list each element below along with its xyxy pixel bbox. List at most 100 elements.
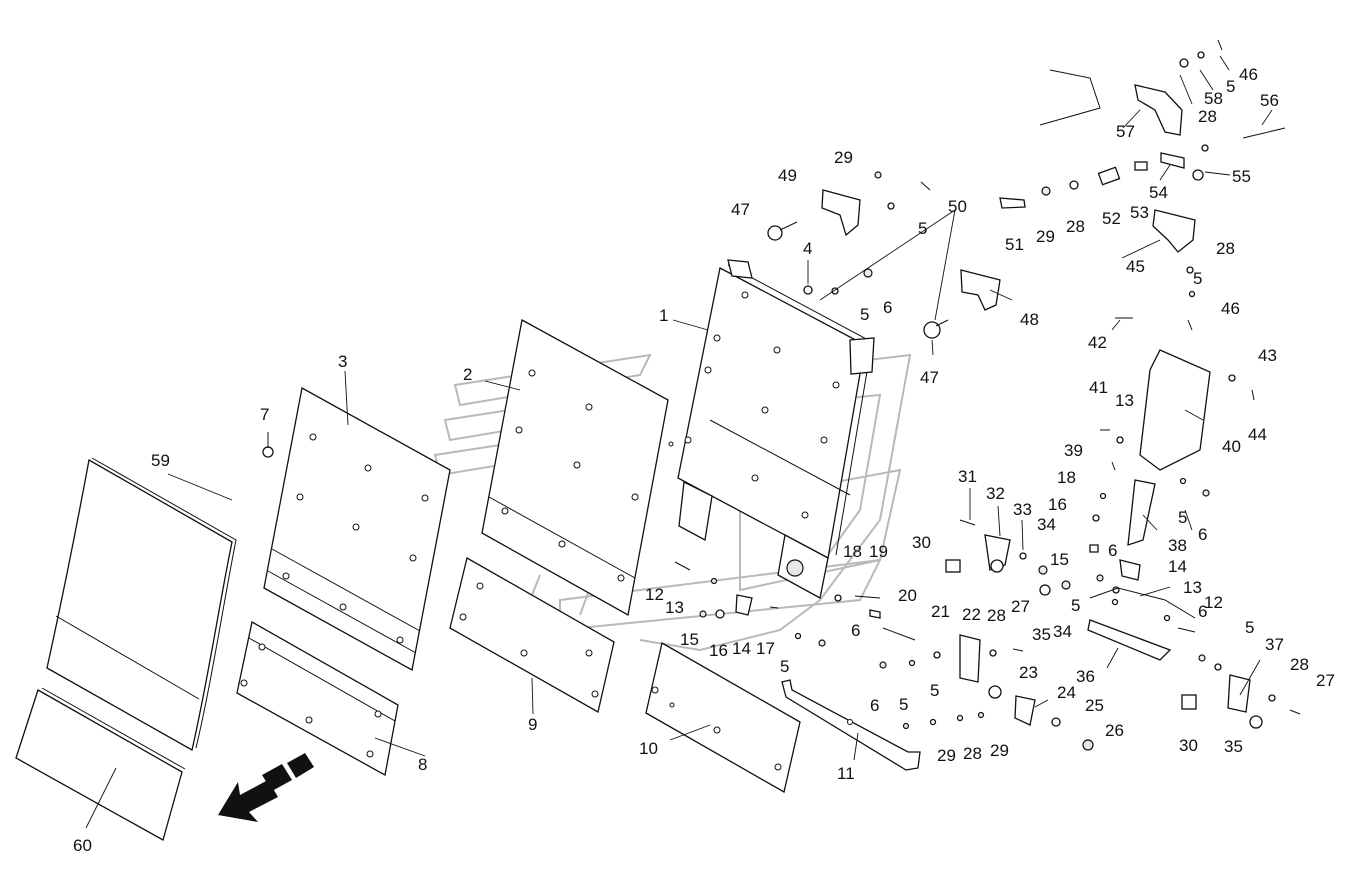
callout-53: 53 — [1130, 203, 1149, 222]
callout-28: 28 — [1216, 239, 1235, 258]
callout-19: 19 — [869, 542, 888, 561]
part-1-frame — [677, 259, 875, 599]
callout-50: 50 — [948, 197, 967, 216]
callout-5: 5 — [899, 695, 908, 714]
callout-13: 13 — [665, 598, 684, 617]
callout-16: 16 — [1048, 495, 1067, 514]
part-11-bracket — [781, 679, 921, 771]
callout-14: 14 — [732, 639, 751, 658]
callout-5: 5 — [1178, 508, 1187, 527]
callout-34: 34 — [1037, 515, 1056, 534]
part-59-curved-panel — [46, 457, 237, 751]
callout-6: 6 — [1198, 602, 1207, 621]
callout-60: 60 — [73, 836, 92, 855]
callout-29: 29 — [834, 148, 853, 167]
callout-51: 51 — [1005, 235, 1024, 254]
callout-28: 28 — [1290, 655, 1309, 674]
callout-38: 38 — [1168, 536, 1187, 555]
callout-45: 45 — [1126, 257, 1145, 276]
callout-5: 5 — [1226, 77, 1235, 96]
callout-31: 31 — [958, 467, 977, 486]
callout-5: 5 — [930, 681, 939, 700]
callout-26: 26 — [1105, 721, 1124, 740]
callout-1: 1 — [659, 306, 668, 325]
callout-8: 8 — [418, 755, 427, 774]
callout-30: 30 — [1179, 736, 1198, 755]
callout-42: 42 — [1088, 333, 1107, 352]
callout-32: 32 — [986, 484, 1005, 503]
direction-arrow-icon — [218, 753, 314, 822]
callout-34: 34 — [1053, 622, 1072, 641]
callout-29: 29 — [937, 746, 956, 765]
callout-6: 6 — [883, 298, 892, 317]
callout-6: 6 — [851, 621, 860, 640]
leader-lines — [85, 55, 1273, 829]
callout-49: 49 — [778, 166, 797, 185]
callout-33: 33 — [1013, 500, 1032, 519]
callout-22: 22 — [962, 605, 981, 624]
callout-23: 23 — [1019, 663, 1038, 682]
callout-12: 12 — [1204, 593, 1223, 612]
callout-17: 17 — [756, 639, 775, 658]
part-3-panel — [263, 386, 451, 672]
callout-28: 28 — [1198, 107, 1217, 126]
callout-7: 7 — [260, 405, 269, 424]
callout-5: 5 — [1193, 269, 1202, 288]
callout-27: 27 — [1011, 597, 1030, 616]
callout-11: 11 — [837, 764, 855, 783]
callout-24: 24 — [1057, 683, 1076, 702]
part-10-plate — [645, 642, 801, 793]
callout-28: 28 — [1066, 217, 1085, 236]
callout-20: 20 — [898, 586, 917, 605]
callouts: 1 2 3 4 5 5 5 5 5 5 5 5 5 5 6 6 6 6 6 6 … — [73, 65, 1335, 855]
callout-3: 3 — [338, 352, 347, 371]
callout-46: 46 — [1239, 65, 1258, 84]
callout-36: 36 — [1076, 667, 1095, 686]
callout-58: 58 — [1204, 89, 1223, 108]
callout-29: 29 — [990, 741, 1009, 760]
callout-12: 12 — [645, 585, 664, 604]
callout-59: 59 — [151, 451, 170, 470]
part-8-strip — [236, 620, 399, 777]
callout-14: 14 — [1168, 557, 1187, 576]
callout-40: 40 — [1222, 437, 1241, 456]
callout-5: 5 — [918, 219, 927, 238]
callout-44: 44 — [1248, 425, 1267, 444]
callout-18: 18 — [1057, 468, 1076, 487]
part-3-holes — [282, 433, 429, 644]
callout-9: 9 — [528, 715, 537, 734]
callout-28: 28 — [987, 606, 1006, 625]
callout-37: 37 — [1265, 635, 1284, 654]
callout-48: 48 — [1020, 310, 1039, 329]
callout-55: 55 — [1232, 167, 1251, 186]
callout-29: 29 — [1036, 227, 1055, 246]
callout-16: 16 — [709, 641, 728, 660]
callout-47: 47 — [731, 200, 750, 219]
part-2-plate — [481, 318, 674, 617]
callout-57: 57 — [1116, 122, 1135, 141]
callout-43: 43 — [1258, 346, 1277, 365]
callout-5: 5 — [780, 657, 789, 676]
callout-54: 54 — [1149, 183, 1168, 202]
callout-6: 6 — [1198, 525, 1207, 544]
callout-56: 56 — [1260, 91, 1279, 110]
part-9-plate — [449, 557, 615, 713]
callout-6: 6 — [870, 696, 879, 715]
callout-5: 5 — [860, 305, 869, 324]
callout-6: 6 — [1108, 541, 1117, 560]
callout-18: 18 — [843, 542, 862, 561]
callout-15: 15 — [1050, 550, 1069, 569]
callout-21: 21 — [931, 602, 950, 621]
part-60-lower-panel — [15, 687, 186, 841]
callout-28: 28 — [963, 744, 982, 763]
callout-47: 47 — [920, 368, 939, 387]
callout-15: 15 — [680, 630, 699, 649]
callout-25: 25 — [1085, 696, 1104, 715]
fasteners — [262, 39, 1301, 751]
callout-4: 4 — [803, 239, 812, 258]
callout-39: 39 — [1064, 441, 1083, 460]
callout-2: 2 — [463, 365, 472, 384]
callout-41: 41 — [1089, 378, 1108, 397]
